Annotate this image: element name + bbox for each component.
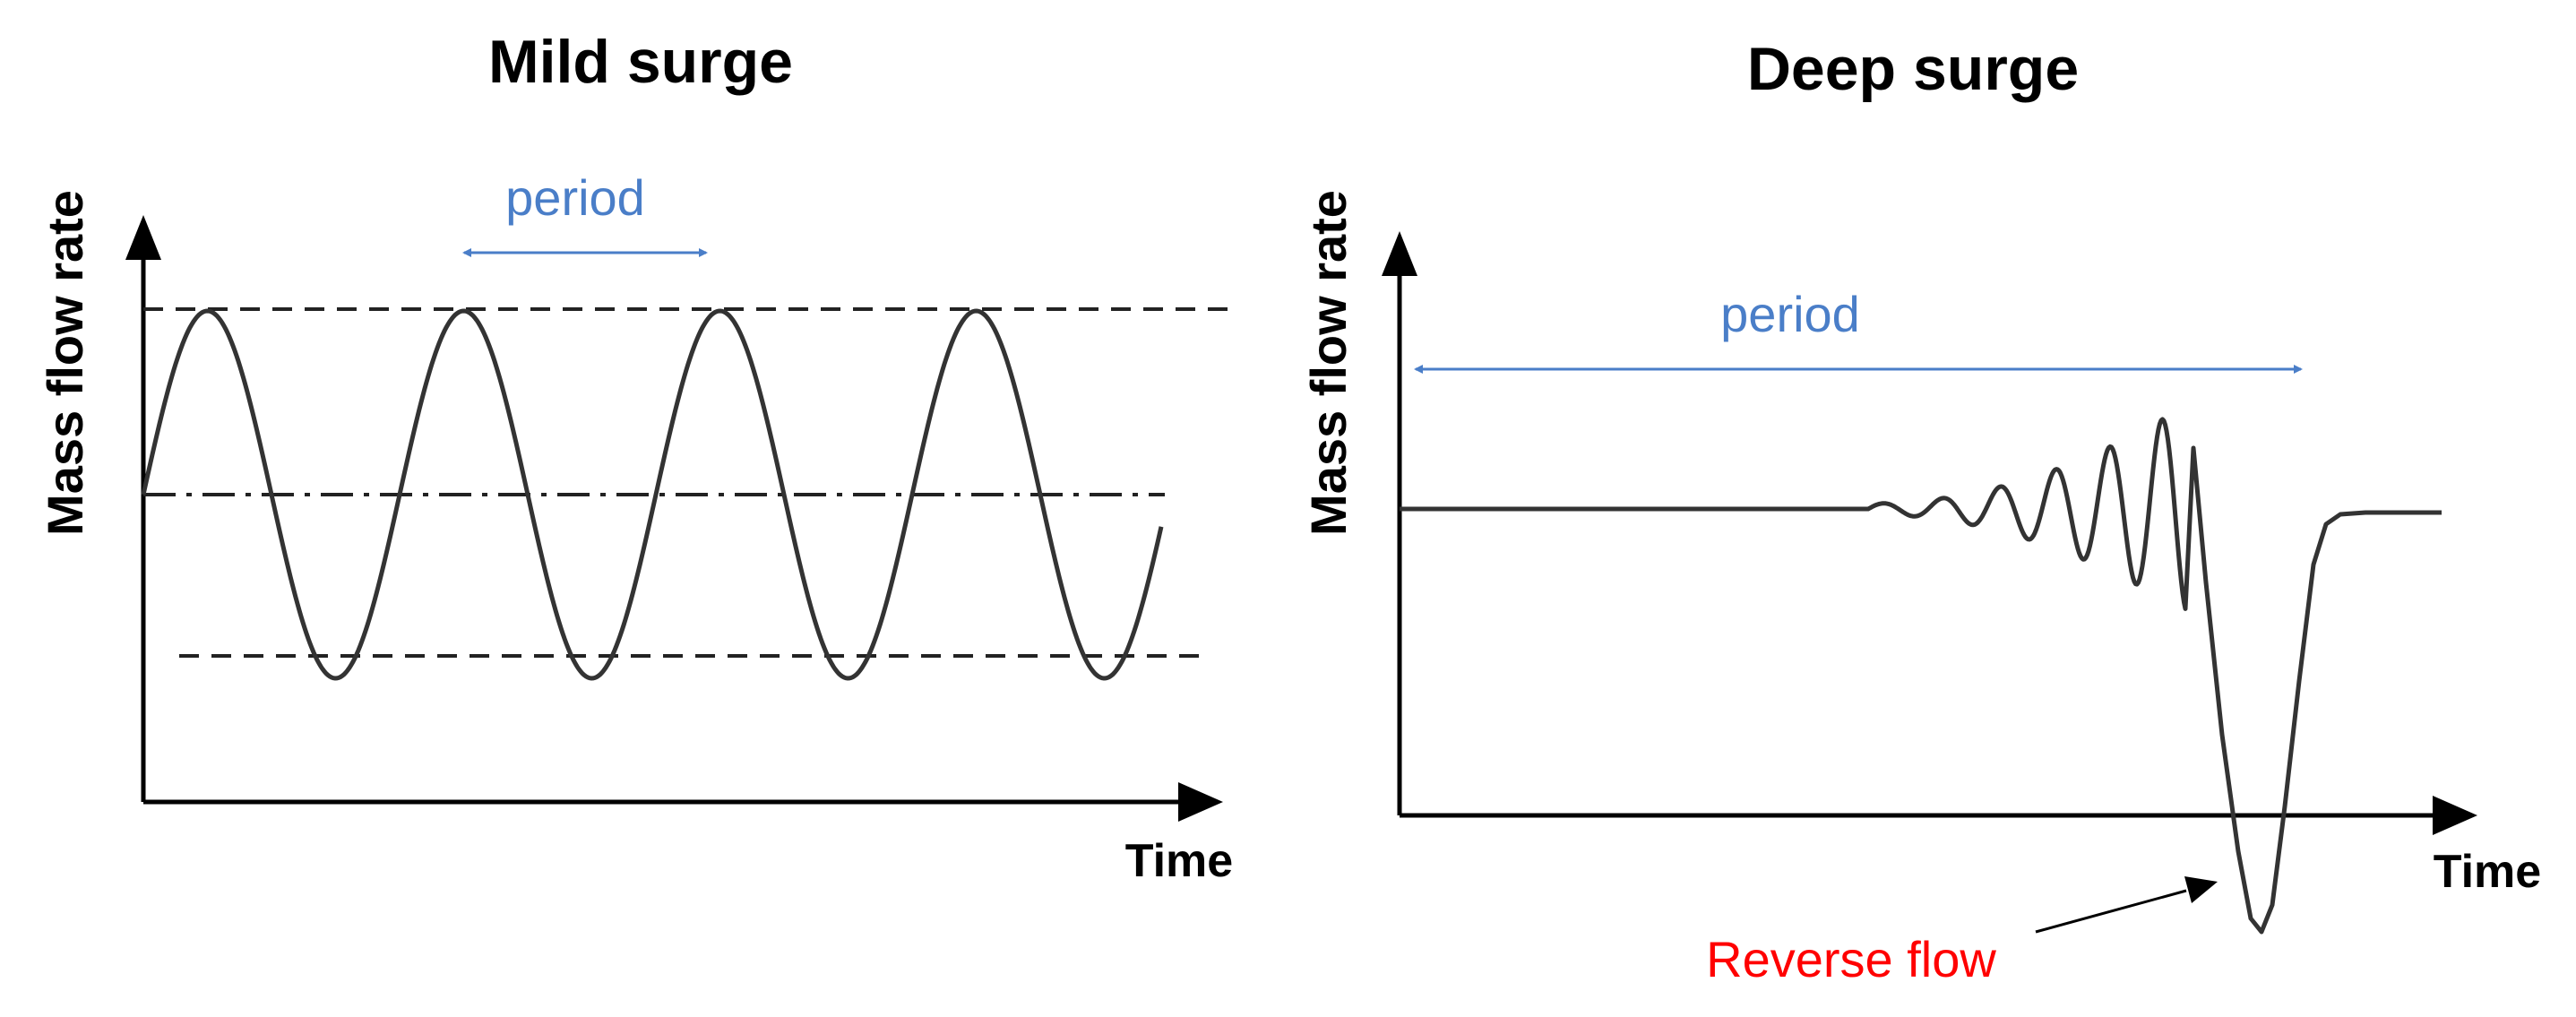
deep-x-axis-arrowhead — [2433, 796, 2477, 835]
mild-surge-curve — [141, 308, 1164, 681]
mild-surge-panel: Mild surge Mass flow rate Time period — [37, 28, 1233, 887]
mild-surge-title: Mild surge — [488, 28, 793, 96]
mild-x-axis-arrowhead — [1178, 782, 1223, 822]
mild-period-label: period — [505, 169, 645, 226]
deep-surge-title: Deep surge — [1747, 35, 2079, 103]
reverse-flow-label: Reverse flow — [1706, 931, 1996, 987]
deep-period-label: period — [1720, 286, 1860, 342]
deep-surge-curve — [1400, 417, 2442, 935]
mild-x-axis-label: Time — [1125, 835, 1233, 887]
deep-surge-panel: Deep surge Mass flow rate Time period Re… — [1300, 35, 2541, 987]
deep-y-axis-arrowhead — [1382, 231, 1417, 276]
reverse-flow-pointer — [2035, 889, 2187, 934]
deep-x-axis-label: Time — [2434, 846, 2541, 898]
deep-y-axis-label: Mass flow rate — [1300, 190, 1357, 536]
mild-y-axis-label: Mass flow rate — [37, 190, 93, 536]
reverse-flow-pointer-head — [2184, 876, 2218, 903]
mild-y-axis-arrowhead — [125, 215, 161, 260]
